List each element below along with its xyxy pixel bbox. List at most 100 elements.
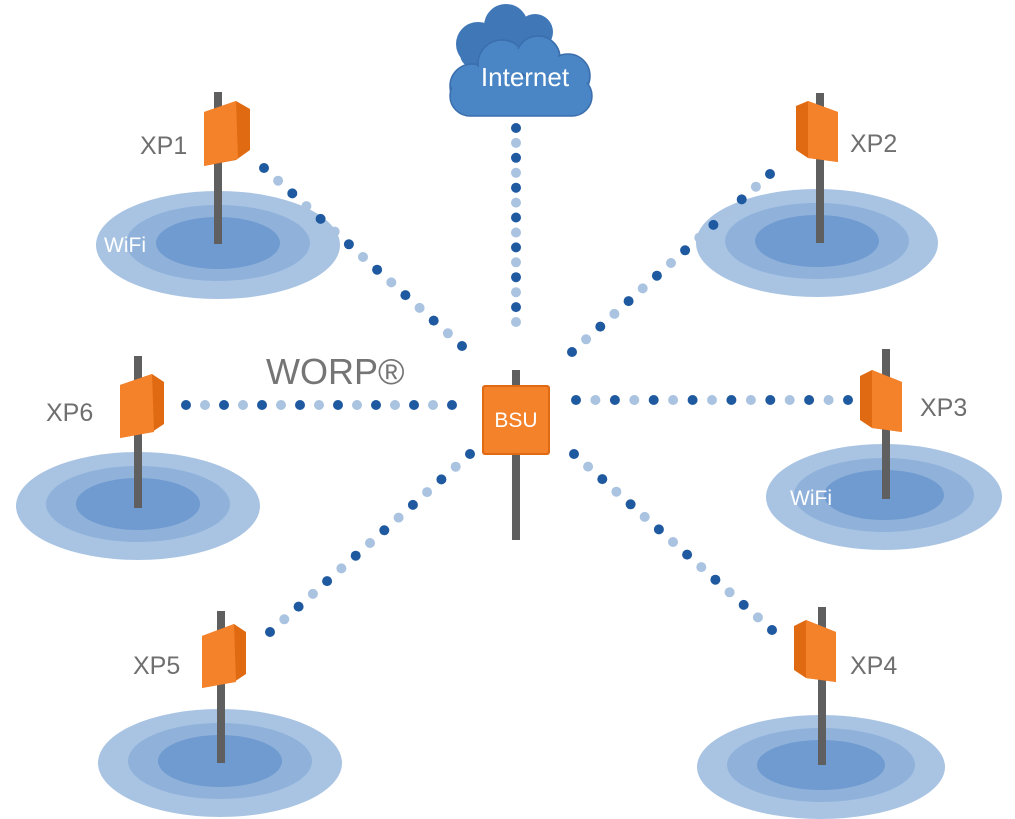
link-dot — [639, 511, 650, 522]
internet-cloud: Internet — [449, 4, 593, 117]
link-xp6 — [181, 400, 457, 410]
link-dot — [752, 612, 763, 623]
link-dot — [511, 167, 521, 178]
link-dot — [511, 242, 521, 253]
link-xp2 — [567, 169, 775, 357]
bsu-label: BSU — [494, 409, 537, 432]
link-dot — [637, 283, 648, 294]
link-dot — [767, 625, 777, 635]
link-dot — [257, 400, 267, 410]
link-dot — [511, 197, 521, 208]
link-dot — [511, 137, 521, 148]
link-dot — [322, 576, 333, 587]
radio-unit-xp1 — [204, 101, 250, 166]
link-dot — [436, 474, 447, 485]
link-dot — [273, 175, 284, 186]
link-dot — [597, 474, 608, 485]
link-dot — [276, 400, 286, 410]
bsu-unit: BSU — [482, 385, 550, 455]
node-label-xp3: XP3 — [920, 394, 967, 422]
protocol-label: WORP® — [266, 351, 405, 392]
link-dot — [259, 163, 269, 173]
link-dot — [722, 207, 733, 218]
link-dot — [804, 395, 815, 405]
wifi-label-xp3: WiFi — [790, 487, 832, 510]
link-dot — [625, 499, 636, 510]
node-label-xp1: XP1 — [140, 132, 187, 160]
link-dot — [629, 395, 640, 405]
link-dot — [668, 537, 678, 547]
link-xp5 — [265, 449, 475, 637]
link-dot — [687, 395, 698, 405]
link-dot — [457, 341, 467, 351]
link-dot — [511, 123, 521, 133]
link-dot — [450, 461, 461, 472]
link-dot — [765, 395, 776, 405]
link-dot — [653, 524, 664, 535]
link-dot — [710, 574, 721, 585]
link-dot — [336, 563, 347, 574]
link-dot — [293, 601, 304, 612]
link-dot — [386, 277, 397, 288]
node-label-xp5: XP5 — [133, 652, 180, 680]
link-dot — [609, 308, 620, 319]
link-dot — [511, 212, 521, 223]
link-dot — [726, 395, 737, 405]
link-dot — [400, 290, 411, 301]
link-dot — [238, 400, 248, 410]
link-dot — [465, 449, 475, 459]
link-dot — [745, 395, 756, 405]
link-dot — [511, 227, 521, 238]
link-dot — [343, 239, 354, 250]
link-dot — [567, 347, 577, 357]
link-xp1 — [259, 163, 467, 351]
link-dot — [511, 317, 521, 327]
link-dot — [511, 152, 521, 163]
link-dot — [442, 328, 453, 339]
link-dot — [314, 400, 324, 410]
link-dot — [680, 245, 691, 256]
link-dot — [609, 395, 620, 405]
link-dot — [511, 287, 521, 298]
link-dot — [315, 213, 326, 224]
link-dot — [571, 395, 581, 405]
link-dot — [372, 264, 383, 275]
link-dot — [307, 588, 318, 599]
link-dot — [682, 549, 693, 560]
link-dot — [181, 400, 191, 410]
link-dot — [428, 315, 439, 326]
link-dot — [668, 395, 679, 405]
link-dot — [352, 400, 362, 410]
link-dot — [590, 395, 601, 405]
link-dot — [390, 400, 400, 410]
link-dot — [784, 395, 795, 405]
radio-unit-xp4 — [794, 620, 836, 682]
link-dot — [511, 182, 521, 193]
link-dot — [393, 512, 404, 523]
radio-unit-xp2 — [796, 101, 838, 162]
link-dot — [329, 226, 340, 237]
link-dot — [407, 499, 418, 510]
link-dot — [511, 302, 521, 313]
link-dot — [371, 400, 381, 410]
link-dot — [666, 258, 676, 268]
pole-xp1 — [214, 92, 222, 244]
node-label-xp4: XP4 — [850, 652, 897, 680]
link-dot — [843, 395, 853, 405]
radio-unit-xp3 — [860, 370, 902, 432]
link-dot — [295, 400, 305, 410]
link-dot — [696, 562, 707, 573]
worp-links — [181, 123, 853, 637]
link-xp3 — [571, 395, 853, 405]
link-dot — [301, 201, 312, 212]
link-dot — [350, 550, 361, 561]
link-dot — [279, 614, 290, 625]
radio-unit-xp5 — [202, 624, 246, 688]
link-dot — [595, 321, 606, 332]
link-dot — [736, 194, 747, 205]
link-dot — [611, 486, 622, 497]
link-dot — [823, 395, 834, 405]
link-dot — [409, 400, 419, 410]
link-dot — [694, 232, 705, 243]
link-dot — [511, 257, 521, 268]
